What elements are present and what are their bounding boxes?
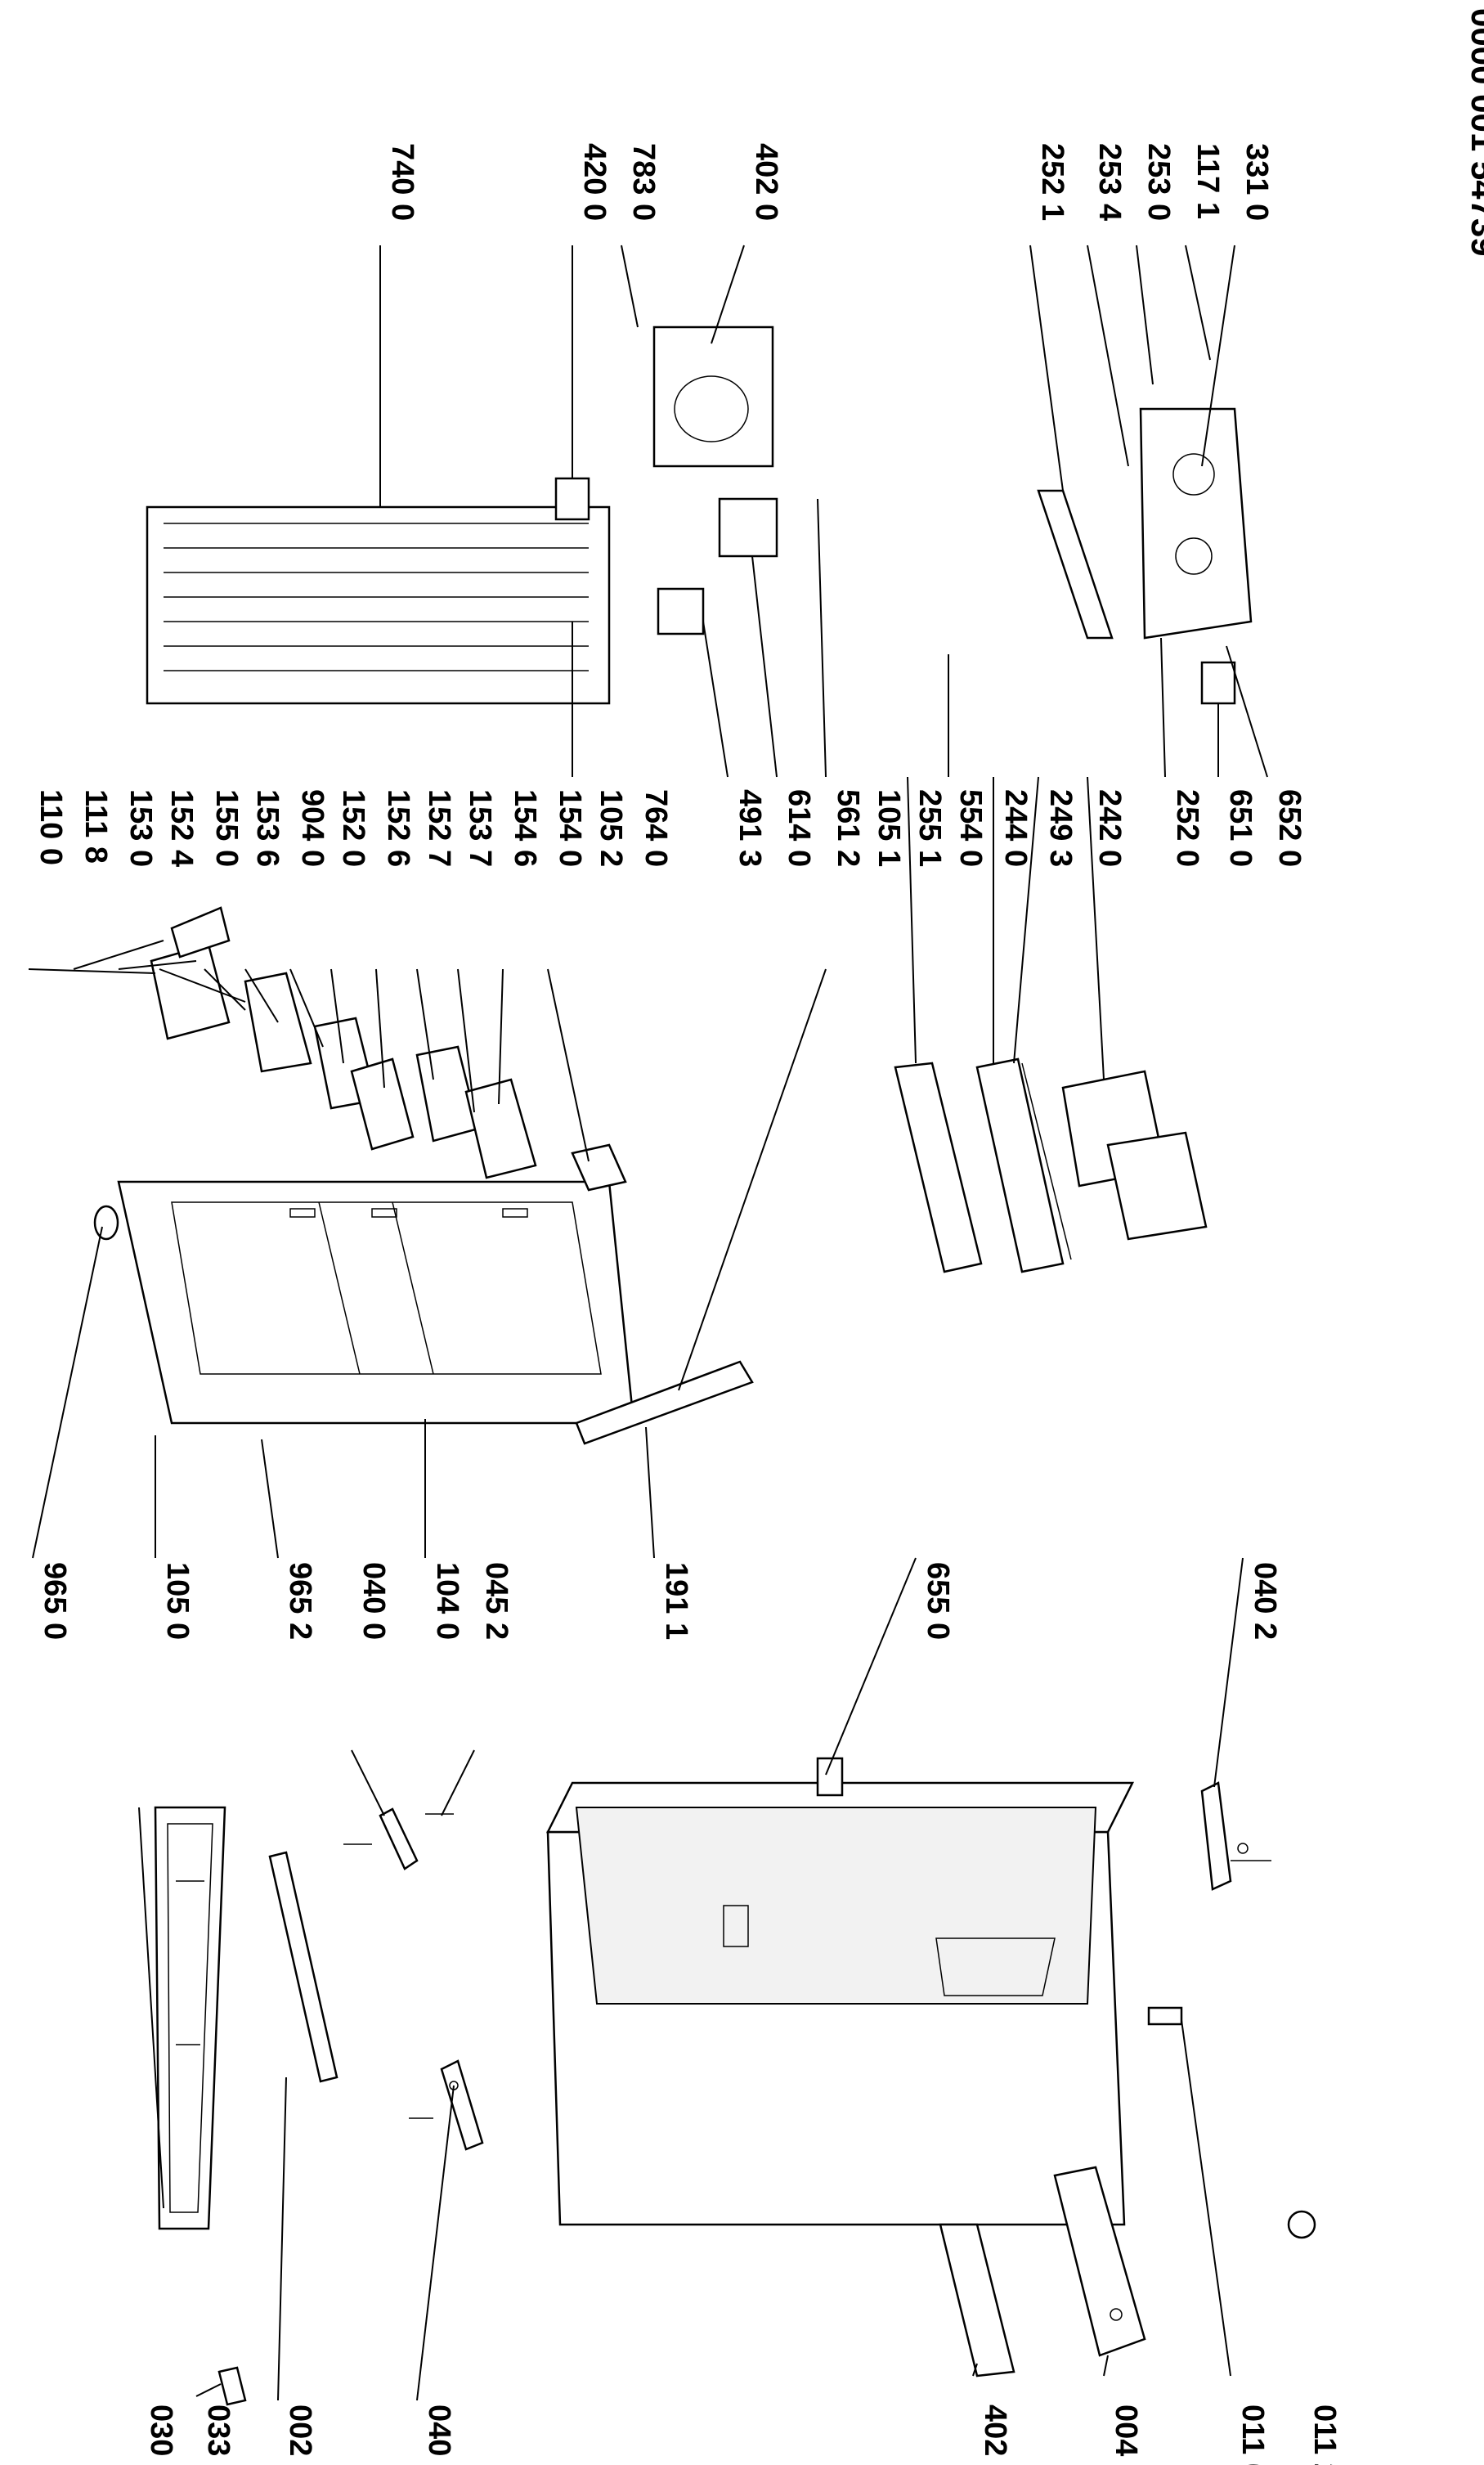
label-104-0: 104 0 <box>430 1562 464 1640</box>
door-frame-part <box>154 1806 226 2230</box>
label-655-0: 655 0 <box>921 1562 955 1640</box>
label-491-3: 491 3 <box>733 789 767 867</box>
label-402-0: 402 0 <box>749 143 783 221</box>
hinge-upper-part <box>343 1807 454 1870</box>
label-105-2: 105 2 <box>594 789 628 867</box>
label-105-1: 105 1 <box>872 789 906 867</box>
label-040-0-a: 040 0 <box>422 2404 456 2465</box>
capacitor-part <box>554 477 590 521</box>
label-651-0: 651 0 <box>1223 789 1258 867</box>
label-652-0: 652 0 <box>1272 789 1307 867</box>
label-105-0: 105 0 <box>160 1562 195 1640</box>
label-614-0: 614 0 <box>782 789 816 867</box>
label-252-0: 252 0 <box>1170 789 1204 867</box>
handle-strip-part <box>575 1360 754 1445</box>
label-783-0: 783 0 <box>626 143 661 221</box>
label-045-2: 045 2 <box>479 1562 513 1640</box>
leader-lines <box>28 245 1268 2401</box>
label-554-0: 554 0 <box>953 789 988 867</box>
label-249-3: 249 3 <box>1043 789 1078 867</box>
label-402-1: 402 1 <box>978 2404 1012 2465</box>
label-152-6: 152 6 <box>381 789 415 867</box>
label-965-0: 965 0 <box>38 1562 72 1640</box>
label-244-0: 244 0 <box>998 789 1033 867</box>
label-152-7: 152 7 <box>422 789 456 867</box>
label-155-0: 155 0 <box>209 789 244 867</box>
hinge-bottom-part <box>1200 1781 1271 1891</box>
label-011-2: 011 2 <box>1307 2404 1342 2465</box>
hinge-lower-part <box>409 2059 484 2151</box>
document-number: 0000 001 54739 <box>1464 8 1484 257</box>
relay-part <box>657 497 778 635</box>
label-111-8: 111 8 <box>78 789 113 864</box>
label-561-2: 561 2 <box>831 789 865 867</box>
bottle-holder-part <box>93 1205 119 1241</box>
part-labels: 030 0 033 4 002 1 040 0 402 1 004 0 011 … <box>34 143 1342 2465</box>
label-191-1: 191 1 <box>659 1562 693 1640</box>
crisper-drawer-parts <box>1061 1070 1208 1241</box>
label-154-6: 154 6 <box>508 789 542 867</box>
label-331-0: 331 0 <box>1240 143 1274 221</box>
glass-shelf-parts <box>894 1057 1072 1273</box>
label-153-0: 153 0 <box>123 789 158 867</box>
cabinet-body-part <box>545 1781 1135 2226</box>
thermostat-cover-part <box>1037 489 1114 640</box>
label-030-0: 030 0 <box>144 2404 178 2465</box>
label-252-1: 252 1 <box>1035 143 1069 221</box>
door-liner-part <box>117 1180 635 1425</box>
label-153-6: 153 6 <box>250 789 285 867</box>
label-040-2: 040 2 <box>1248 1562 1282 1640</box>
label-152-0: 152 0 <box>336 789 370 867</box>
cap-part <box>1287 2210 1316 2239</box>
label-154-0: 154 0 <box>553 789 587 867</box>
label-002-1: 002 1 <box>283 2404 317 2465</box>
label-040-0-b: 040 0 <box>356 1562 391 1640</box>
label-904-0: 904 0 <box>295 789 330 867</box>
label-110-0: 110 0 <box>34 789 68 865</box>
compressor-part <box>652 326 774 468</box>
label-253-0: 253 0 <box>1141 143 1176 221</box>
label-965-2: 965 2 <box>283 1562 317 1640</box>
label-242-0: 242 0 <box>1092 789 1127 867</box>
label-117-1: 117 1 <box>1190 143 1225 219</box>
base-part <box>1053 2166 1146 2357</box>
label-740-0: 740 0 <box>385 143 419 221</box>
label-011-0: 011 0 <box>1235 2404 1270 2465</box>
lamp-part <box>1200 661 1236 705</box>
label-152-4: 152 4 <box>164 789 199 867</box>
label-153-7: 153 7 <box>463 789 497 867</box>
label-764-0-visible: 764 0 <box>639 789 673 867</box>
label-004-0: 004 0 <box>1109 2404 1143 2465</box>
small-bracket-part <box>217 2366 247 2406</box>
label-255-1: 255 1 <box>912 789 947 867</box>
condenser-part <box>146 505 611 705</box>
door-shelf-parts <box>150 906 627 1192</box>
plinth-part <box>939 2223 1015 2377</box>
label-033-4: 033 4 <box>201 2404 235 2465</box>
label-420-0: 420 0 <box>577 143 612 221</box>
thermostat-housing-part <box>1139 407 1253 640</box>
label-253-4: 253 4 <box>1092 143 1127 221</box>
foot-part <box>1147 2006 1183 2026</box>
panel-part <box>268 1851 338 2083</box>
